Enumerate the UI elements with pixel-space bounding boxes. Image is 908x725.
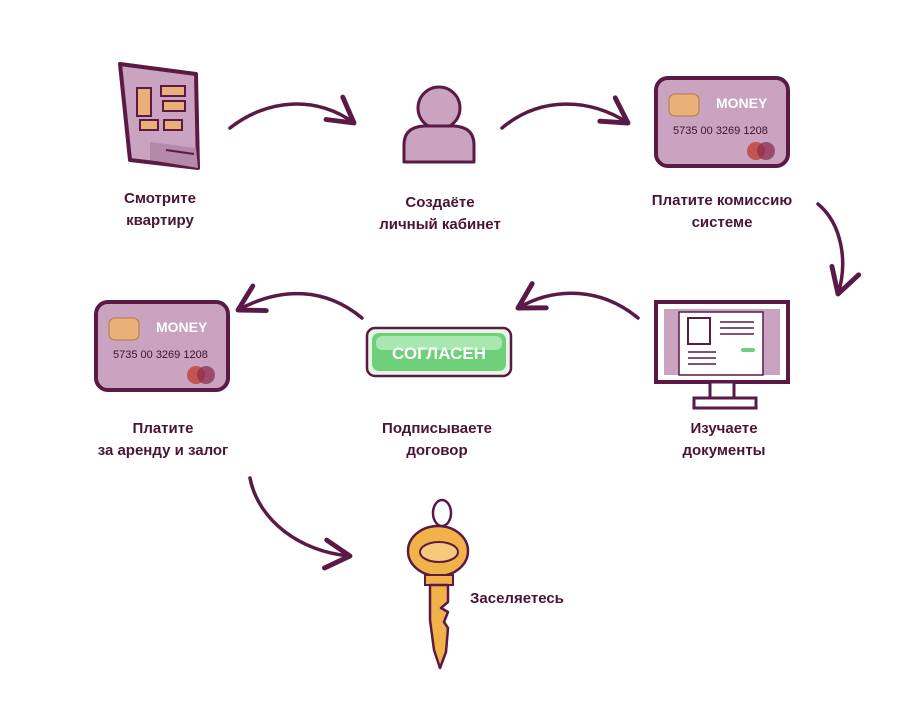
card-brand: MONEY xyxy=(716,95,768,111)
monitor-icon xyxy=(654,300,790,410)
step-label-move: Заселяетесь xyxy=(470,590,564,607)
arrow-4 xyxy=(515,281,640,320)
card-brand: MONEY xyxy=(156,319,208,335)
card-number: 5735 00 3269 1208 xyxy=(113,349,208,361)
arrow-6 xyxy=(248,476,353,571)
credit-card-icon: MONEY 5735 00 3269 1208 xyxy=(94,300,230,392)
step-label-docs: Изучаете документы xyxy=(682,420,766,459)
agree-button-icon: СОГЛАСЕН xyxy=(365,326,513,378)
step-label-view: Смотрите квартиру xyxy=(124,190,196,229)
step-label-account: Создаёте личный кабинет xyxy=(379,194,501,233)
arrow-3 xyxy=(816,202,862,297)
step-label-sign: Подписываете договор xyxy=(382,420,492,459)
arrow-2 xyxy=(500,95,631,130)
user-icon xyxy=(402,85,476,164)
step-label-fee: Платите комиссию системе xyxy=(651,192,793,231)
credit-card-icon: MONEY 5735 00 3269 1208 xyxy=(654,76,790,168)
arrow-5 xyxy=(235,283,364,320)
building-icon xyxy=(118,62,200,170)
card-number: 5735 00 3269 1208 xyxy=(673,125,768,137)
agree-button-label: СОГЛАСЕН xyxy=(392,344,486,363)
step-label-pay: Платите за аренду и залог xyxy=(97,420,229,459)
arrow-1 xyxy=(228,94,357,130)
key-icon xyxy=(406,498,470,670)
